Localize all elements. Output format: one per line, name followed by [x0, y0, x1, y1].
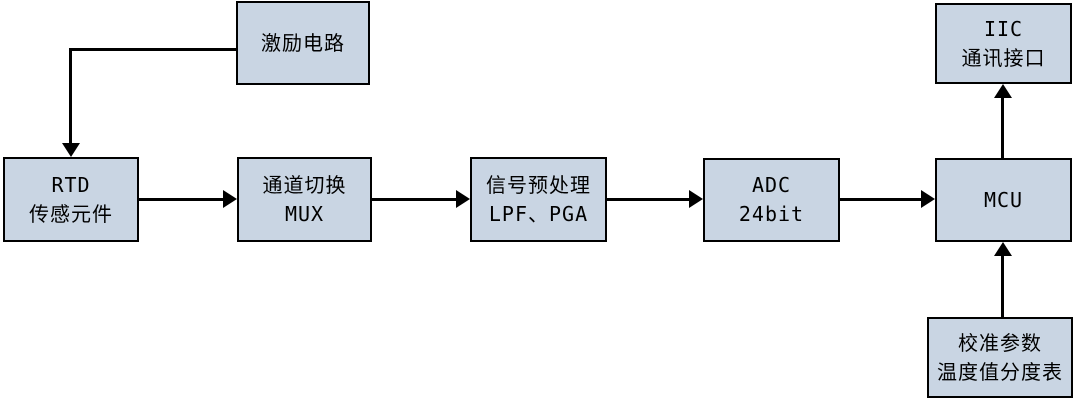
node-label: LPF、PGA: [488, 201, 589, 226]
node-label: 通道切换: [262, 172, 347, 197]
arrow-excitation-to-rtd-head: [62, 143, 80, 157]
arrow-excitation-to-rtd-hline: [69, 48, 236, 51]
node-signal-preprocessing: 信号预处理 LPF、PGA: [470, 157, 607, 242]
arrow-calibration-to-mcu-line: [1001, 254, 1004, 317]
arrow-mcu-to-iic-line: [1001, 96, 1004, 158]
node-label: 校准参数: [958, 330, 1042, 355]
arrow-rtd-to-mux-line: [139, 198, 224, 201]
node-mcu: MCU: [935, 158, 1072, 242]
node-label: 24bit: [738, 202, 805, 226]
arrow-rtd-to-mux-head: [223, 190, 237, 208]
arrow-preprocess-to-adc-head: [689, 190, 703, 208]
node-label: 激励电路: [261, 30, 345, 55]
node-calibration-table: 校准参数 温度值分度表: [927, 317, 1073, 398]
node-rtd-sensor: RTD 传感元件: [3, 157, 139, 242]
node-label: MUX: [284, 201, 325, 226]
node-label: 温度值分度表: [937, 359, 1063, 384]
arrow-preprocess-to-adc-line: [607, 198, 690, 201]
node-channel-mux: 通道切换 MUX: [237, 157, 372, 242]
node-label: 传感元件: [29, 201, 113, 226]
node-label: IIC: [983, 16, 1024, 41]
arrow-adc-to-mcu-head: [921, 190, 935, 208]
node-iic-interface: IIC 通讯接口: [935, 3, 1072, 84]
arrow-adc-to-mcu-line: [840, 198, 922, 201]
node-excitation-circuit: 激励电路: [236, 1, 370, 85]
node-adc-24bit: ADC 24bit: [703, 158, 840, 242]
arrow-calibration-to-mcu-head: [994, 242, 1012, 256]
arrow-excitation-to-rtd-vline: [69, 48, 72, 144]
arrow-mux-to-preprocess-line: [372, 198, 457, 201]
node-label: 信号预处理: [486, 172, 591, 197]
node-label: ADC: [751, 173, 792, 197]
arrow-mcu-to-iic-head: [994, 84, 1012, 98]
node-label: RTD: [51, 172, 91, 197]
arrow-mux-to-preprocess-head: [456, 190, 470, 208]
node-label: 通讯接口: [961, 45, 1046, 70]
node-label: MCU: [983, 187, 1024, 212]
